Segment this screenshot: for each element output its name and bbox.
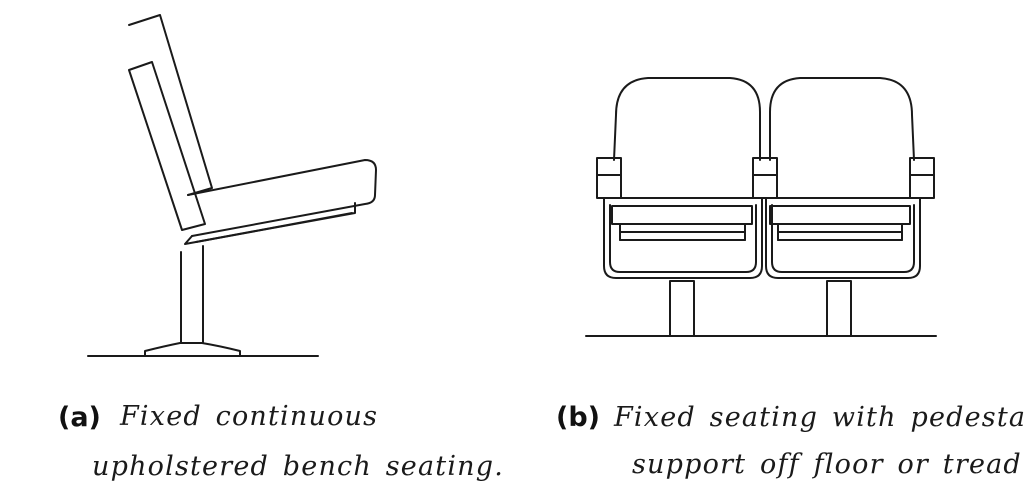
- pedestal-left: [669, 280, 695, 337]
- seat-frame-right: [765, 197, 921, 279]
- caption-a-line1: Fixed continuous: [120, 401, 379, 432]
- pedestal-right: [826, 280, 852, 337]
- armrest-right: [909, 157, 935, 199]
- armrest-center: [752, 157, 778, 199]
- seat-cushion: [187, 159, 377, 237]
- headrest: [128, 14, 213, 196]
- panel-label-a: (a): [58, 402, 101, 433]
- caption-b-line1: Fixed seating with pedestal: [614, 402, 1024, 433]
- seat-cushion-left: [611, 197, 754, 241]
- seat-back-left: [613, 77, 761, 161]
- pedestal-seats-front-view: [585, 77, 937, 337]
- seat-cushion-right: [769, 197, 911, 241]
- caption-a-line2: upholstered bench seating.: [92, 451, 505, 482]
- pedestal-foot: [144, 342, 241, 357]
- seat-frame-right-inner: [771, 204, 915, 273]
- armrest-left: [596, 157, 622, 199]
- seat-frame-inner: [195, 212, 353, 243]
- seat-back-right: [769, 77, 915, 161]
- bench-seat-side-view: [87, 14, 377, 357]
- seat-underframe: [184, 202, 356, 245]
- seat-frame-left: [603, 197, 763, 279]
- caption-b-line2: support off floor or tread: [632, 449, 1022, 480]
- backrest: [128, 61, 206, 231]
- panel-label-b: (b): [556, 402, 601, 433]
- seat-frame-left-inner: [609, 204, 757, 273]
